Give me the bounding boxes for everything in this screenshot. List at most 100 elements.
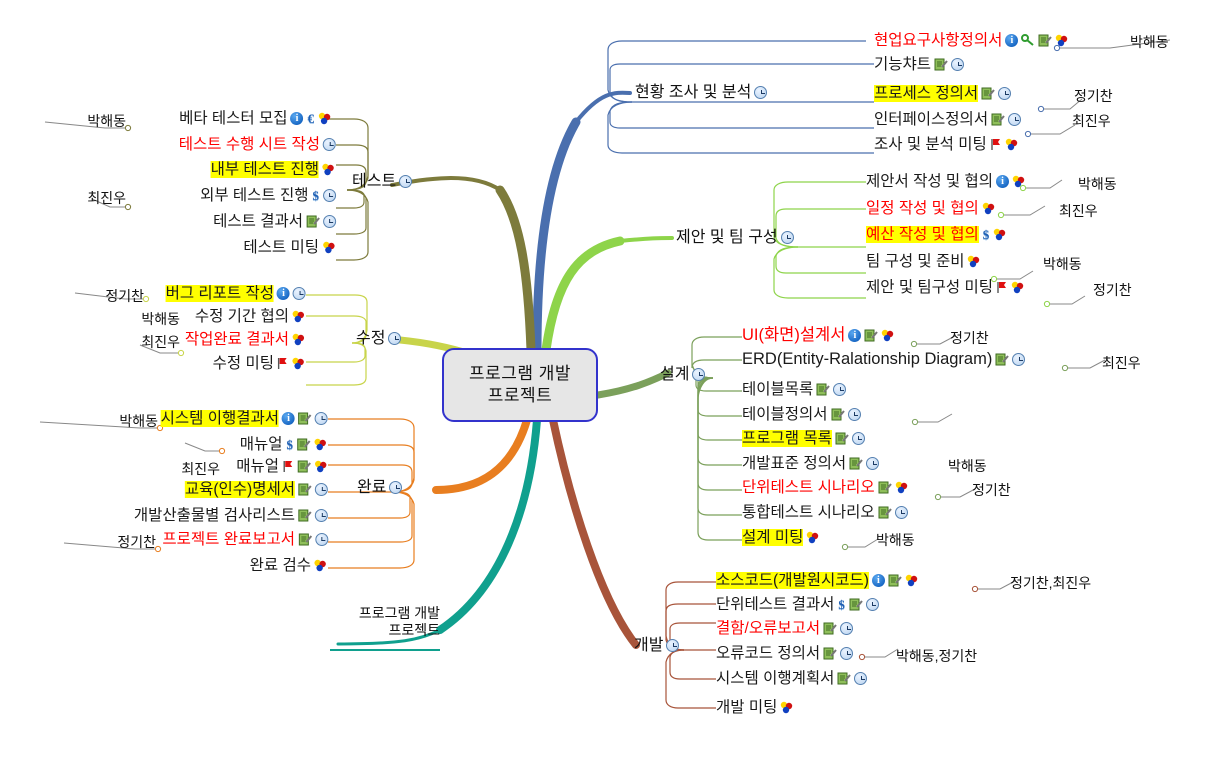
leaf-survey-3[interactable]: 인터페이스정의서	[874, 111, 1022, 128]
leaf-design-0[interactable]: UI(화면)설계서	[742, 327, 895, 344]
leaf-test-5[interactable]: 테스트 미팅	[243, 239, 336, 256]
branch-label-proposal[interactable]: 제안 및 팀 구성	[676, 229, 794, 246]
clock-icon	[894, 506, 908, 519]
flag-icon	[996, 281, 1008, 294]
float-topic[interactable]: 프로그램 개발 프로젝트	[330, 605, 440, 639]
leaf-test-2[interactable]: 내부 테스트 진행	[210, 161, 336, 178]
clock-icon	[666, 639, 680, 652]
leaf-done-3[interactable]: 교육(인수)명세서	[184, 481, 328, 498]
leaf-develop-0[interactable]: 소스코드(개발원시코드)	[716, 572, 919, 589]
root-line1: 프로그램 개발	[468, 364, 572, 383]
doc-icon	[849, 457, 863, 470]
branch-label-done[interactable]: 완료	[357, 479, 403, 496]
leaf-survey-0[interactable]: 현업요구사항정의서	[874, 32, 1069, 49]
leaf-develop-5[interactable]: 개발 미팅	[716, 699, 794, 716]
leaf-design-6[interactable]: 단위테스트 시나리오	[742, 479, 909, 496]
leaf-survey-4[interactable]: 조사 및 분석 미팅	[874, 136, 1019, 153]
doc-icon	[297, 460, 311, 473]
assignee-done-0: 박해동	[119, 413, 158, 429]
clock-icon	[293, 287, 306, 300]
leaf-design-2[interactable]: 테이블목록	[742, 381, 847, 398]
balls-icon	[982, 202, 996, 215]
doc-icon	[934, 58, 948, 71]
branch-label-develop[interactable]: 개발	[634, 637, 680, 654]
assignee-test-3: 최진우	[87, 190, 126, 206]
balls-icon	[806, 531, 820, 544]
doc-icon	[981, 87, 995, 100]
balls-icon	[881, 329, 895, 342]
leaf-fix-3[interactable]: 수정 미팅	[213, 355, 306, 372]
doc-icon	[849, 598, 863, 611]
branch-label-survey[interactable]: 현황 조사 및 분석	[635, 84, 768, 101]
clock-icon	[315, 509, 328, 522]
clock-icon	[851, 432, 865, 445]
assignee-design-1: 최진우	[1102, 355, 1141, 371]
leaf-done-2[interactable]: 매뉴얼	[236, 458, 328, 475]
clock-icon	[692, 368, 706, 381]
leaf-develop-3[interactable]: 오류코드 정의서	[716, 645, 854, 662]
doc-icon	[835, 432, 849, 445]
leaf-test-1[interactable]: 테스트 수행 시트 작성	[179, 136, 336, 153]
assignee-fix-2: 최진우	[141, 334, 180, 350]
leaf-test-4[interactable]: 테스트 결과서	[213, 213, 336, 230]
float-topic-line2: 프로젝트	[388, 622, 440, 638]
clock-icon	[840, 622, 854, 635]
leaf-test-0[interactable]: 베타 테스터 모집	[179, 110, 332, 127]
doc-icon	[823, 622, 837, 635]
branch-label-fix[interactable]: 수정	[356, 330, 402, 347]
leaf-test-3[interactable]: 외부 테스트 진행	[200, 187, 336, 204]
assignee-survey-0: 박해동	[1130, 34, 1169, 50]
leaf-done-1[interactable]: 매뉴얼	[240, 436, 328, 453]
clock-icon	[951, 58, 965, 71]
leaf-proposal-1[interactable]: 일정 작성 및 협의	[866, 200, 996, 217]
leaf-design-1[interactable]: ERD(Entity-Ralationship Diagram)	[742, 351, 1026, 368]
branch-label-design[interactable]: 설계	[660, 366, 706, 383]
balls-icon	[905, 574, 919, 587]
balls-icon	[322, 163, 336, 176]
leaf-design-4[interactable]: 프로그램 목록	[742, 430, 865, 447]
leaf-develop-2[interactable]: 결함/오류보고서	[716, 620, 854, 637]
balls-icon	[292, 333, 306, 346]
leaf-survey-2[interactable]: 프로세스 정의서	[874, 85, 1012, 102]
leaf-proposal-0[interactable]: 제안서 작성 및 협의	[866, 173, 1026, 190]
leaf-survey-1[interactable]: 기능챠트	[874, 56, 965, 73]
leaf-develop-4[interactable]: 시스템 이행계획서	[716, 670, 868, 687]
key-icon	[1021, 34, 1035, 47]
clock-icon	[840, 647, 854, 660]
root-node[interactable]: 프로그램 개발 프로젝트	[442, 348, 598, 422]
leaf-done-5[interactable]: 프로젝트 완료보고서	[162, 531, 328, 548]
doc-icon	[991, 113, 1005, 126]
leaf-fix-2[interactable]: 작업완료 결과서	[185, 331, 306, 348]
leaf-done-0[interactable]: 시스템 이행결과서	[160, 410, 328, 427]
dollar-icon	[982, 228, 991, 241]
leaf-proposal-3[interactable]: 팀 구성 및 준비	[866, 253, 981, 270]
clock-icon	[866, 457, 880, 470]
balls-icon	[1012, 175, 1026, 188]
clock-icon	[780, 231, 794, 244]
clock-icon	[998, 87, 1012, 100]
leaf-design-3[interactable]: 테이블정의서	[742, 406, 861, 423]
root-line2: 프로젝트	[487, 386, 553, 405]
leaf-proposal-2[interactable]: 예산 작성 및 협의	[866, 226, 1007, 243]
leaf-done-6[interactable]: 완료 검수	[250, 557, 328, 574]
balls-icon	[322, 241, 336, 254]
clock-icon	[847, 408, 861, 421]
leaf-done-4[interactable]: 개발산출물별 검사리스트	[134, 507, 328, 524]
assignee-done-5: 정기찬	[117, 534, 156, 550]
dollar-icon	[837, 598, 846, 611]
leaf-design-7[interactable]: 통합테스트 시나리오	[742, 504, 908, 521]
leaf-fix-0[interactable]: 버그 리포트 작성	[165, 285, 306, 302]
leaf-proposal-4[interactable]: 제안 및 팀구성 미팅	[866, 279, 1025, 296]
balls-icon	[1011, 281, 1025, 294]
leaf-develop-1[interactable]: 단위테스트 결과서	[716, 596, 879, 613]
clock-icon	[389, 481, 403, 494]
balls-icon	[314, 460, 328, 473]
balls-icon	[314, 559, 328, 572]
clock-icon	[1012, 353, 1026, 366]
leaf-design-5[interactable]: 개발표준 정의서	[742, 455, 880, 472]
doc-icon	[823, 647, 837, 660]
leaf-fix-1[interactable]: 수정 기간 협의	[195, 308, 306, 325]
leaf-design-8[interactable]: 설계 미팅	[742, 529, 820, 546]
branch-label-test[interactable]: 테스트	[352, 173, 413, 190]
assignee-proposal-4: 정기찬	[1093, 282, 1132, 298]
